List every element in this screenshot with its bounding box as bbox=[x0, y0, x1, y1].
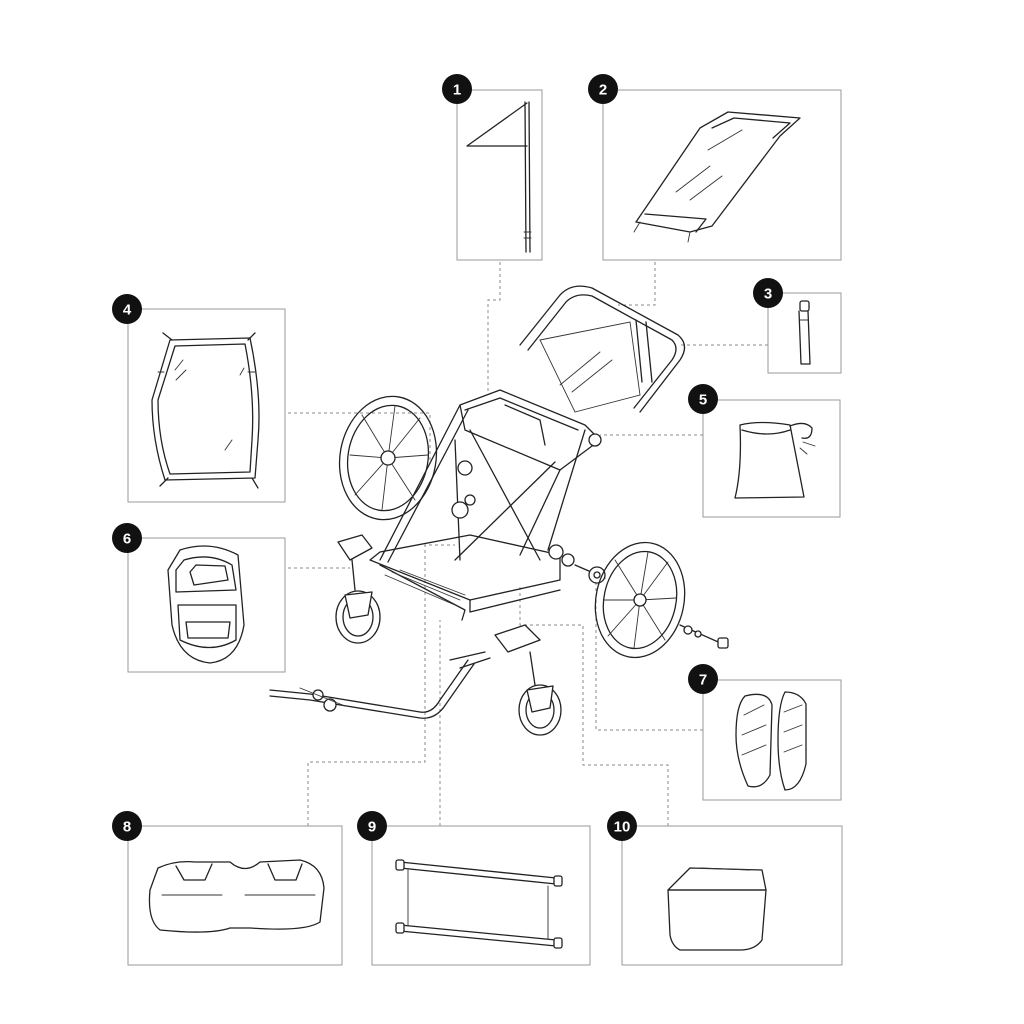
badge-circle bbox=[688, 664, 718, 694]
part-2-rain-cover bbox=[602, 89, 842, 261]
badge-9: 9 bbox=[357, 811, 387, 841]
badge-circle bbox=[112, 811, 142, 841]
part-number-label: 7 bbox=[699, 672, 707, 689]
part-number-label: 8 bbox=[123, 819, 131, 836]
part-10-storage-box bbox=[621, 825, 843, 966]
part-number-label: 1 bbox=[453, 82, 461, 99]
rear-wheel-left bbox=[338, 395, 438, 521]
part-number-label: 6 bbox=[123, 531, 131, 548]
part-number-label: 3 bbox=[764, 286, 772, 303]
badge-1: 1 bbox=[442, 74, 472, 104]
part-number-label: 9 bbox=[368, 819, 376, 836]
leader-lines bbox=[288, 262, 768, 826]
part-4-mesh-cover bbox=[127, 308, 286, 503]
part-number-label: 2 bbox=[599, 82, 607, 99]
swivel-wheel-left bbox=[335, 534, 381, 644]
badge-8: 8 bbox=[112, 811, 142, 841]
part-7-side-pads bbox=[702, 679, 842, 801]
rear-wheel-right bbox=[594, 541, 729, 659]
part-6-seat-pad bbox=[127, 537, 286, 673]
swivel-wheel-right bbox=[494, 624, 562, 736]
stroller-frame-assembly bbox=[369, 285, 686, 621]
part-number-label: 10 bbox=[614, 819, 631, 836]
tow-arm bbox=[269, 651, 491, 719]
badge-circle bbox=[442, 74, 472, 104]
badge-circle bbox=[112, 523, 142, 553]
badges: 1 2 3 4 5 6 7 8 bbox=[112, 74, 783, 841]
part-1-flag bbox=[456, 89, 543, 261]
badge-10: 10 bbox=[607, 811, 637, 841]
badge-6: 6 bbox=[112, 523, 142, 553]
badge-circle bbox=[588, 74, 618, 104]
part-3-strap bbox=[767, 292, 842, 374]
badge-3: 3 bbox=[753, 278, 783, 308]
badge-7: 7 bbox=[688, 664, 718, 694]
badge-5: 5 bbox=[688, 384, 718, 414]
badge-circle bbox=[112, 294, 142, 324]
badge-4: 4 bbox=[112, 294, 142, 324]
badge-circle bbox=[607, 811, 637, 841]
part-9-frame-bars bbox=[371, 825, 591, 966]
part-number-label: 4 bbox=[123, 302, 132, 319]
badge-circle bbox=[688, 384, 718, 414]
part-5-storage-bag bbox=[702, 399, 841, 518]
badge-circle bbox=[357, 811, 387, 841]
part-number-label: 5 bbox=[699, 392, 707, 409]
badge-circle bbox=[753, 278, 783, 308]
badge-2: 2 bbox=[588, 74, 618, 104]
part-8-double-seat-pad bbox=[127, 825, 343, 966]
